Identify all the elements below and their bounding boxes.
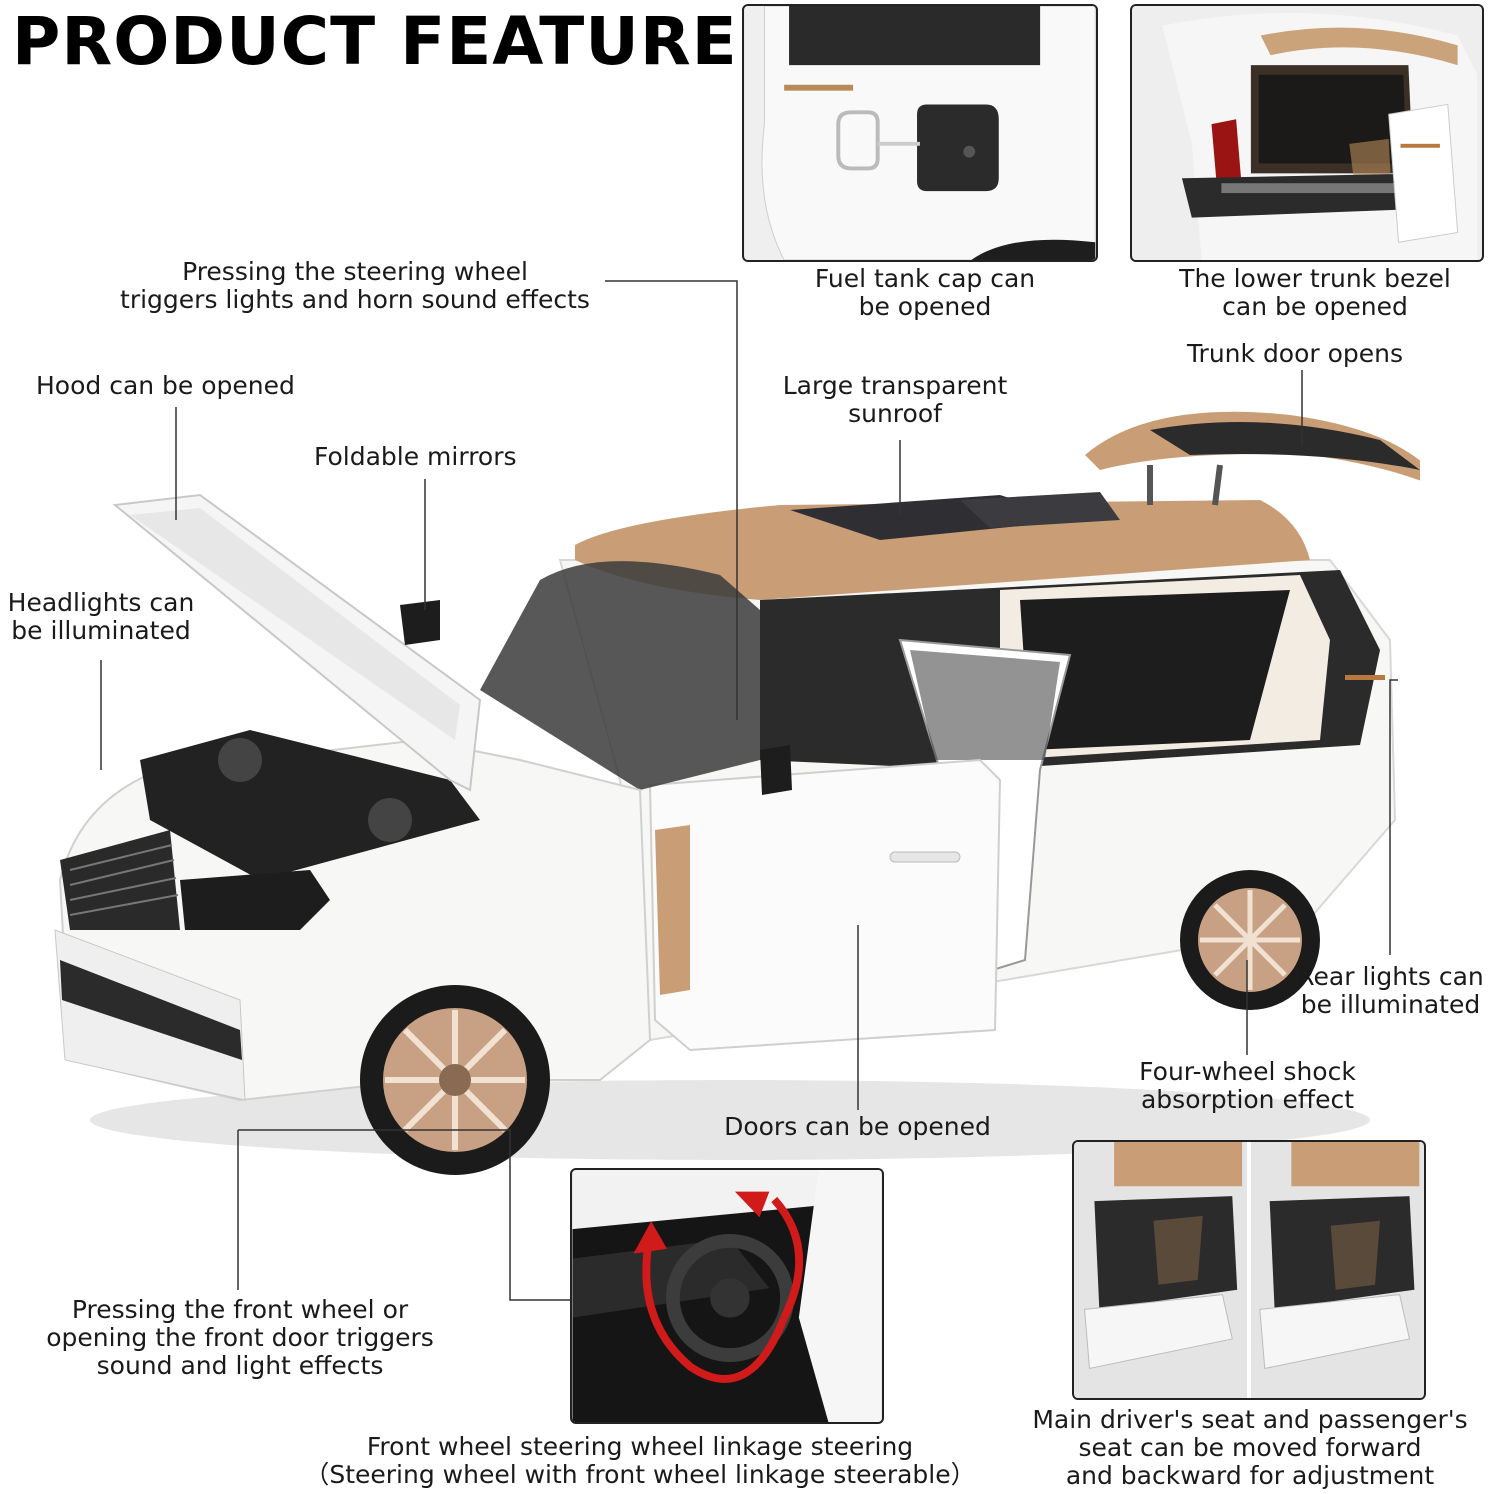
label-hood: Hood can be opened — [36, 371, 295, 400]
label-trunk-bezel: The lower trunk bezel can be opened — [1179, 264, 1451, 321]
fuel-cap-photo — [742, 4, 1098, 262]
label-fuel-cap: Fuel tank cap can be opened — [814, 264, 1036, 321]
seat-adjust-illustration — [1074, 1142, 1424, 1398]
label-shock-absorption: Four-wheel shock absorption effect — [1139, 1057, 1356, 1114]
label-rear-lights: Rear lights can be illuminated — [1297, 962, 1484, 1019]
label-sunroof: Large transparent sunroof — [782, 371, 1008, 428]
fuel-cap-illustration — [744, 6, 1096, 260]
steering-linkage-illustration — [572, 1170, 882, 1422]
label-front-wheel-sound: Pressing the front wheel or opening the … — [46, 1295, 434, 1380]
arrow-right-icon — [734, 1191, 770, 1218]
label-steering-linkage: Front wheel steering wheel linkage steer… — [304, 1432, 976, 1489]
trunk-bezel-photo — [1130, 4, 1484, 262]
label-headlights: Headlights can be illuminated — [7, 588, 195, 645]
label-seat-adjust: Main driver's seat and passenger's seat … — [1032, 1405, 1468, 1490]
label-mirrors: Foldable mirrors — [314, 442, 517, 471]
arrow-left-icon — [633, 1221, 667, 1254]
steering-linkage-photo — [570, 1168, 884, 1424]
trunk-bezel-illustration — [1132, 6, 1482, 260]
main-car-illustration — [54, 411, 1420, 1175]
seat-adjust-photo — [1072, 1140, 1426, 1400]
label-steering-horn: Pressing the steering wheel triggers lig… — [120, 257, 590, 314]
label-doors: Doors can be opened — [724, 1112, 991, 1141]
page-title: PRODUCT FEATURE — [12, 3, 738, 80]
label-trunk-door: Trunk door opens — [1186, 339, 1404, 368]
